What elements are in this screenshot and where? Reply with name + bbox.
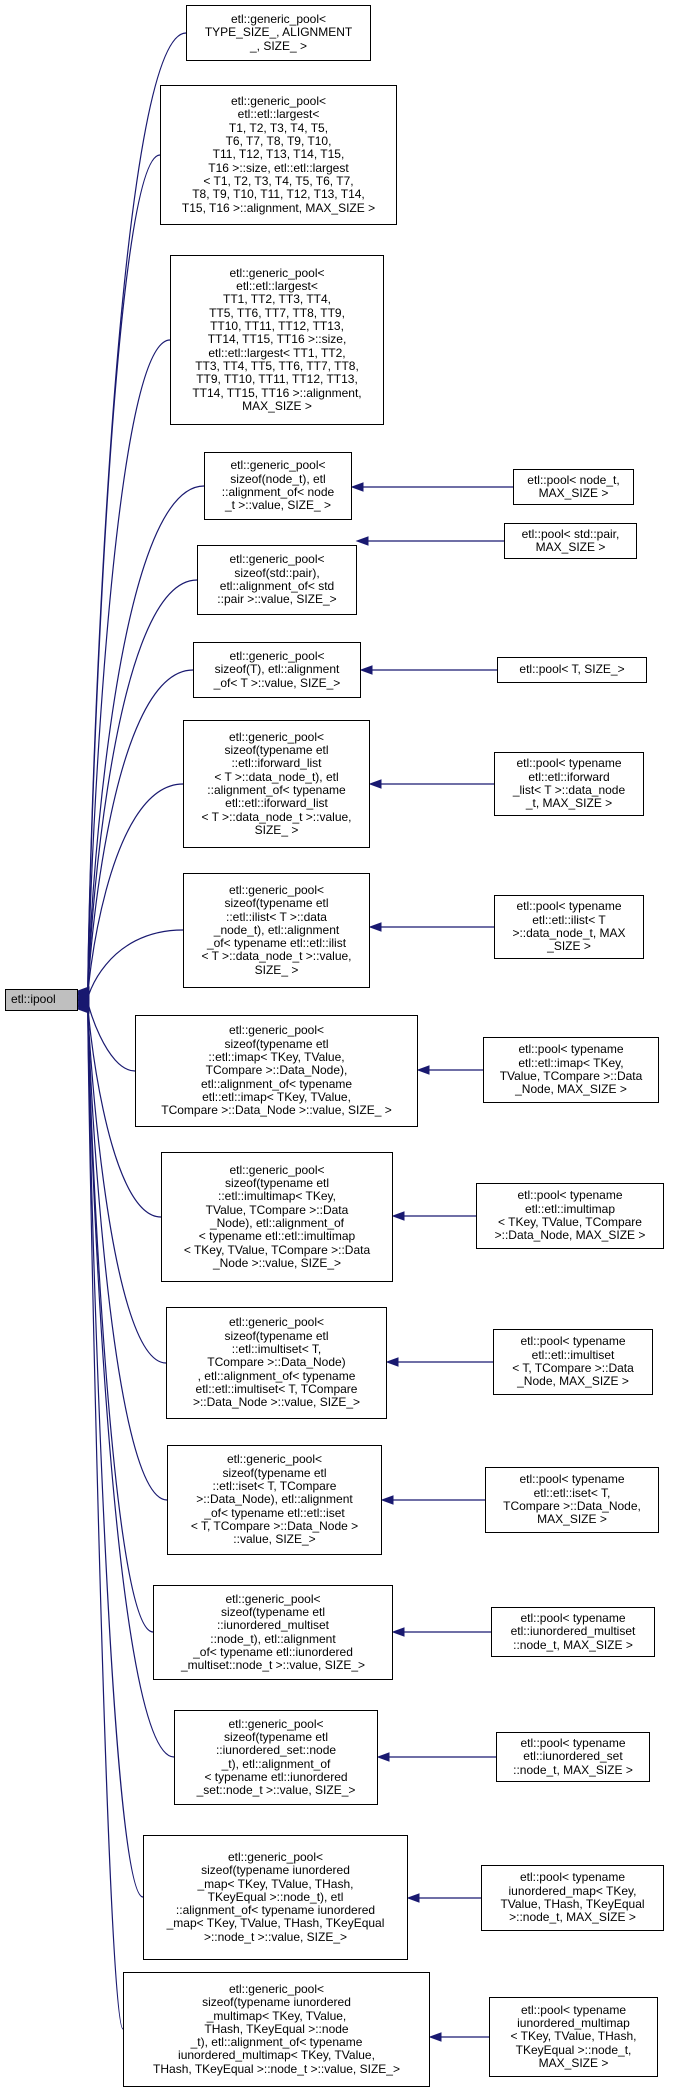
node-generic-pool-imultiset[interactable]: etl::generic_pool< sizeof(typename etl :… xyxy=(166,1307,387,1419)
node-generic-pool-iunordered-map[interactable]: etl::generic_pool< sizeof(typename iunor… xyxy=(143,1835,408,1960)
node-pool-std-pair[interactable]: etl::pool< std::pair, MAX_SIZE > xyxy=(504,523,637,559)
node-generic-pool-t[interactable]: etl::generic_pool< sizeof(T), etl::align… xyxy=(193,642,361,698)
edge-generic-pool-largest-t xyxy=(87,154,161,993)
node-pool-iunordered-set[interactable]: etl::pool< typename etl::iunordered_set … xyxy=(496,1732,650,1782)
node-pool-iset[interactable]: etl::pool< typename etl::etl::iset< T, T… xyxy=(485,1467,659,1533)
node-generic-pool-ilist[interactable]: etl::generic_pool< sizeof(typename etl :… xyxy=(183,873,370,988)
edge-pool-iunordered-set-arrowhead xyxy=(376,1752,390,1762)
node-pool-imultimap[interactable]: etl::pool< typename etl::etl::imultimap … xyxy=(476,1183,664,1249)
edge-pool-imultiset-arrowhead xyxy=(385,1357,399,1367)
node-pool-imap[interactable]: etl::pool< typename etl::etl::imap< TKey… xyxy=(483,1037,659,1103)
node-generic-pool-iunordered-multimap[interactable]: etl::generic_pool< sizeof(typename iunor… xyxy=(123,1972,430,2087)
node-generic-pool-iunordered-set[interactable]: etl::generic_pool< sizeof(typename etl :… xyxy=(174,1710,378,1805)
edge-pool-node-t-arrowhead xyxy=(350,482,364,492)
node-pool-t[interactable]: etl::pool< T, SIZE_> xyxy=(497,657,647,683)
edge-generic-pool-iunordered-multimap xyxy=(87,1008,124,2030)
node-generic-pool-imap[interactable]: etl::generic_pool< sizeof(typename etl :… xyxy=(135,1015,418,1127)
edge-pool-iunordered-multiset-arrowhead xyxy=(391,1627,405,1637)
node-pool-iunordered-multimap[interactable]: etl::pool< typename iunordered_multimap … xyxy=(489,1997,658,2077)
node-generic-pool-largest-t[interactable]: etl::generic_pool< etl::etl::largest< T1… xyxy=(160,85,397,225)
node-generic-pool-largest-tt[interactable]: etl::generic_pool< etl::etl::largest< TT… xyxy=(170,255,384,425)
node-pool-iforward-list[interactable]: etl::pool< typename etl::etl::iforward _… xyxy=(494,752,644,816)
edge-pool-iset-arrowhead xyxy=(380,1495,394,1505)
node-pool-iunordered-multiset[interactable]: etl::pool< typename etl::iunordered_mult… xyxy=(491,1607,655,1657)
edge-pool-t-arrowhead xyxy=(359,665,373,675)
edge-pool-imultimap-arrowhead xyxy=(391,1211,405,1221)
node-generic-pool-iset[interactable]: etl::generic_pool< sizeof(typename etl :… xyxy=(167,1445,382,1555)
node-etl-ipool[interactable]: etl::ipool xyxy=(5,989,78,1011)
node-generic-pool-iforward-list[interactable]: etl::generic_pool< sizeof(typename etl :… xyxy=(183,720,370,848)
node-pool-node-t[interactable]: etl::pool< node_t, MAX_SIZE > xyxy=(513,469,634,505)
edge-pool-std-pair-arrowhead xyxy=(355,536,369,546)
edge-generic-pool-std-pair xyxy=(87,579,198,997)
edge-pool-ilist-arrowhead xyxy=(368,922,382,932)
edge-pool-iunordered-map-arrowhead xyxy=(406,1893,420,1903)
node-generic-pool-iunordered-multiset[interactable]: etl::generic_pool< sizeof(typename etl :… xyxy=(153,1585,393,1680)
node-pool-ilist[interactable]: etl::pool< typename etl::etl::ilist< T >… xyxy=(494,895,644,959)
edge-pool-iforward-list-arrowhead xyxy=(368,779,382,789)
edge-generic-pool-imap xyxy=(87,1000,136,1072)
edge-pool-imap-arrowhead xyxy=(416,1065,430,1075)
node-pool-imultiset[interactable]: etl::pool< typename etl::etl::imultiset … xyxy=(493,1329,653,1395)
edge-generic-pool-ilist xyxy=(87,929,184,1000)
edge-generic-pool-iforward-list xyxy=(87,783,184,999)
node-generic-pool-imultimap[interactable]: etl::generic_pool< sizeof(typename etl :… xyxy=(161,1152,393,1282)
edge-generic-pool-iunordered-multimap-arrowhead xyxy=(76,1004,90,1014)
node-generic-pool-node-t[interactable]: etl::generic_pool< sizeof(node_t), etl :… xyxy=(204,452,352,520)
edge-generic-pool-largest-tt xyxy=(87,339,171,994)
node-generic-pool-type-size[interactable]: etl::generic_pool< TYPE_SIZE_, ALIGNMENT… xyxy=(186,5,371,61)
node-pool-iunordered-map[interactable]: etl::pool< typename iunordered_map< TKey… xyxy=(481,1865,664,1931)
node-generic-pool-std-pair[interactable]: etl::generic_pool< sizeof(std::pair), et… xyxy=(197,545,357,615)
edge-pool-iunordered-multimap-arrowhead xyxy=(428,2032,442,2042)
edge-generic-pool-t xyxy=(87,669,194,998)
